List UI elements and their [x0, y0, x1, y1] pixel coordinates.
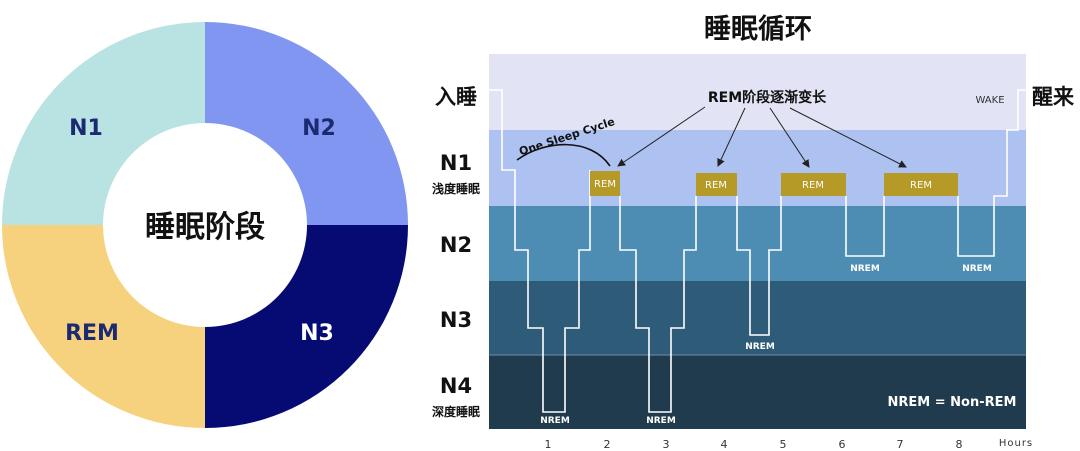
rem-block-label-4: REM: [910, 180, 932, 191]
nrem-label-3: NREM: [745, 342, 775, 352]
band-n2: [489, 206, 1026, 281]
band-wake: [489, 54, 1026, 130]
donut-label-rem: REM: [65, 321, 119, 346]
rem-arrow-3: [769, 107, 810, 168]
rem-block-1: [590, 171, 620, 196]
donut-segment-n3: [205, 225, 408, 428]
rem-block-2: [696, 173, 737, 196]
one-cycle-arc: [516, 143, 611, 167]
hour-tick-6: 6: [839, 438, 846, 451]
rem-arrow-1: [617, 106, 706, 167]
sleep-cycle-chart: 睡眠循环 REM REM REM REM NREM NREM NREM NREM…: [432, 14, 1075, 451]
nrem-label-1: NREM: [540, 416, 570, 426]
rem-lengthening-label: REM阶段逐渐变长: [708, 89, 827, 106]
label-n4-sub: 深度睡眠: [432, 404, 480, 419]
hour-tick-3: 3: [663, 438, 670, 451]
rem-arrow-2: [717, 107, 746, 167]
label-n1: N1: [440, 151, 472, 175]
band-n4: [489, 355, 1026, 429]
hour-axis: 1 2 3 4 5 6 7 8 Hours: [545, 438, 1033, 451]
donut-segment-n2: [205, 22, 408, 225]
nrem-label-5: NREM: [962, 264, 992, 274]
donut-center-label: 睡眠阶段: [145, 210, 265, 245]
hour-tick-1: 1: [545, 438, 552, 451]
rem-block-label-2: REM: [705, 180, 727, 191]
hour-tick-2: 2: [604, 438, 611, 451]
rem-block-3: [781, 173, 846, 196]
donut-label-n2: N2: [302, 116, 336, 141]
wake-label: WAKE: [975, 95, 1004, 106]
donut-label-n1: N1: [69, 116, 103, 141]
sleep-stage-donut: N1 N2 REM N3 睡眠阶段: [2, 22, 408, 428]
nrem-label-2: NREM: [646, 416, 676, 426]
hour-tick-5: 5: [780, 438, 787, 451]
label-wake-up: 醒来: [1032, 85, 1075, 109]
label-n1-sub: 浅度睡眠: [432, 181, 480, 196]
label-n4: N4: [440, 374, 472, 398]
legend-note: NREM = Non-REM: [888, 395, 1017, 410]
rem-block-4: [884, 173, 958, 196]
label-sleep-onset: 入睡: [435, 85, 477, 109]
rem-block-label-1: REM: [594, 179, 616, 190]
hours-label: Hours: [999, 438, 1033, 449]
label-n3: N3: [440, 308, 472, 332]
donut-segment-n1: [2, 22, 205, 225]
donut-label-n3: N3: [300, 321, 334, 346]
rem-arrows: [617, 106, 907, 168]
label-n2: N2: [440, 233, 472, 257]
rem-block-label-3: REM: [802, 180, 824, 191]
hour-tick-7: 7: [897, 438, 904, 451]
rem-blocks: REM REM REM REM: [590, 171, 958, 196]
hour-tick-4: 4: [721, 438, 728, 451]
nrem-label-4: NREM: [850, 264, 880, 274]
cycle-title: 睡眠循环: [704, 14, 812, 45]
hour-tick-8: 8: [956, 438, 963, 451]
donut-segment-rem: [2, 225, 205, 428]
hypnogram-line: [489, 89, 1026, 413]
rem-arrow-4: [789, 107, 907, 168]
